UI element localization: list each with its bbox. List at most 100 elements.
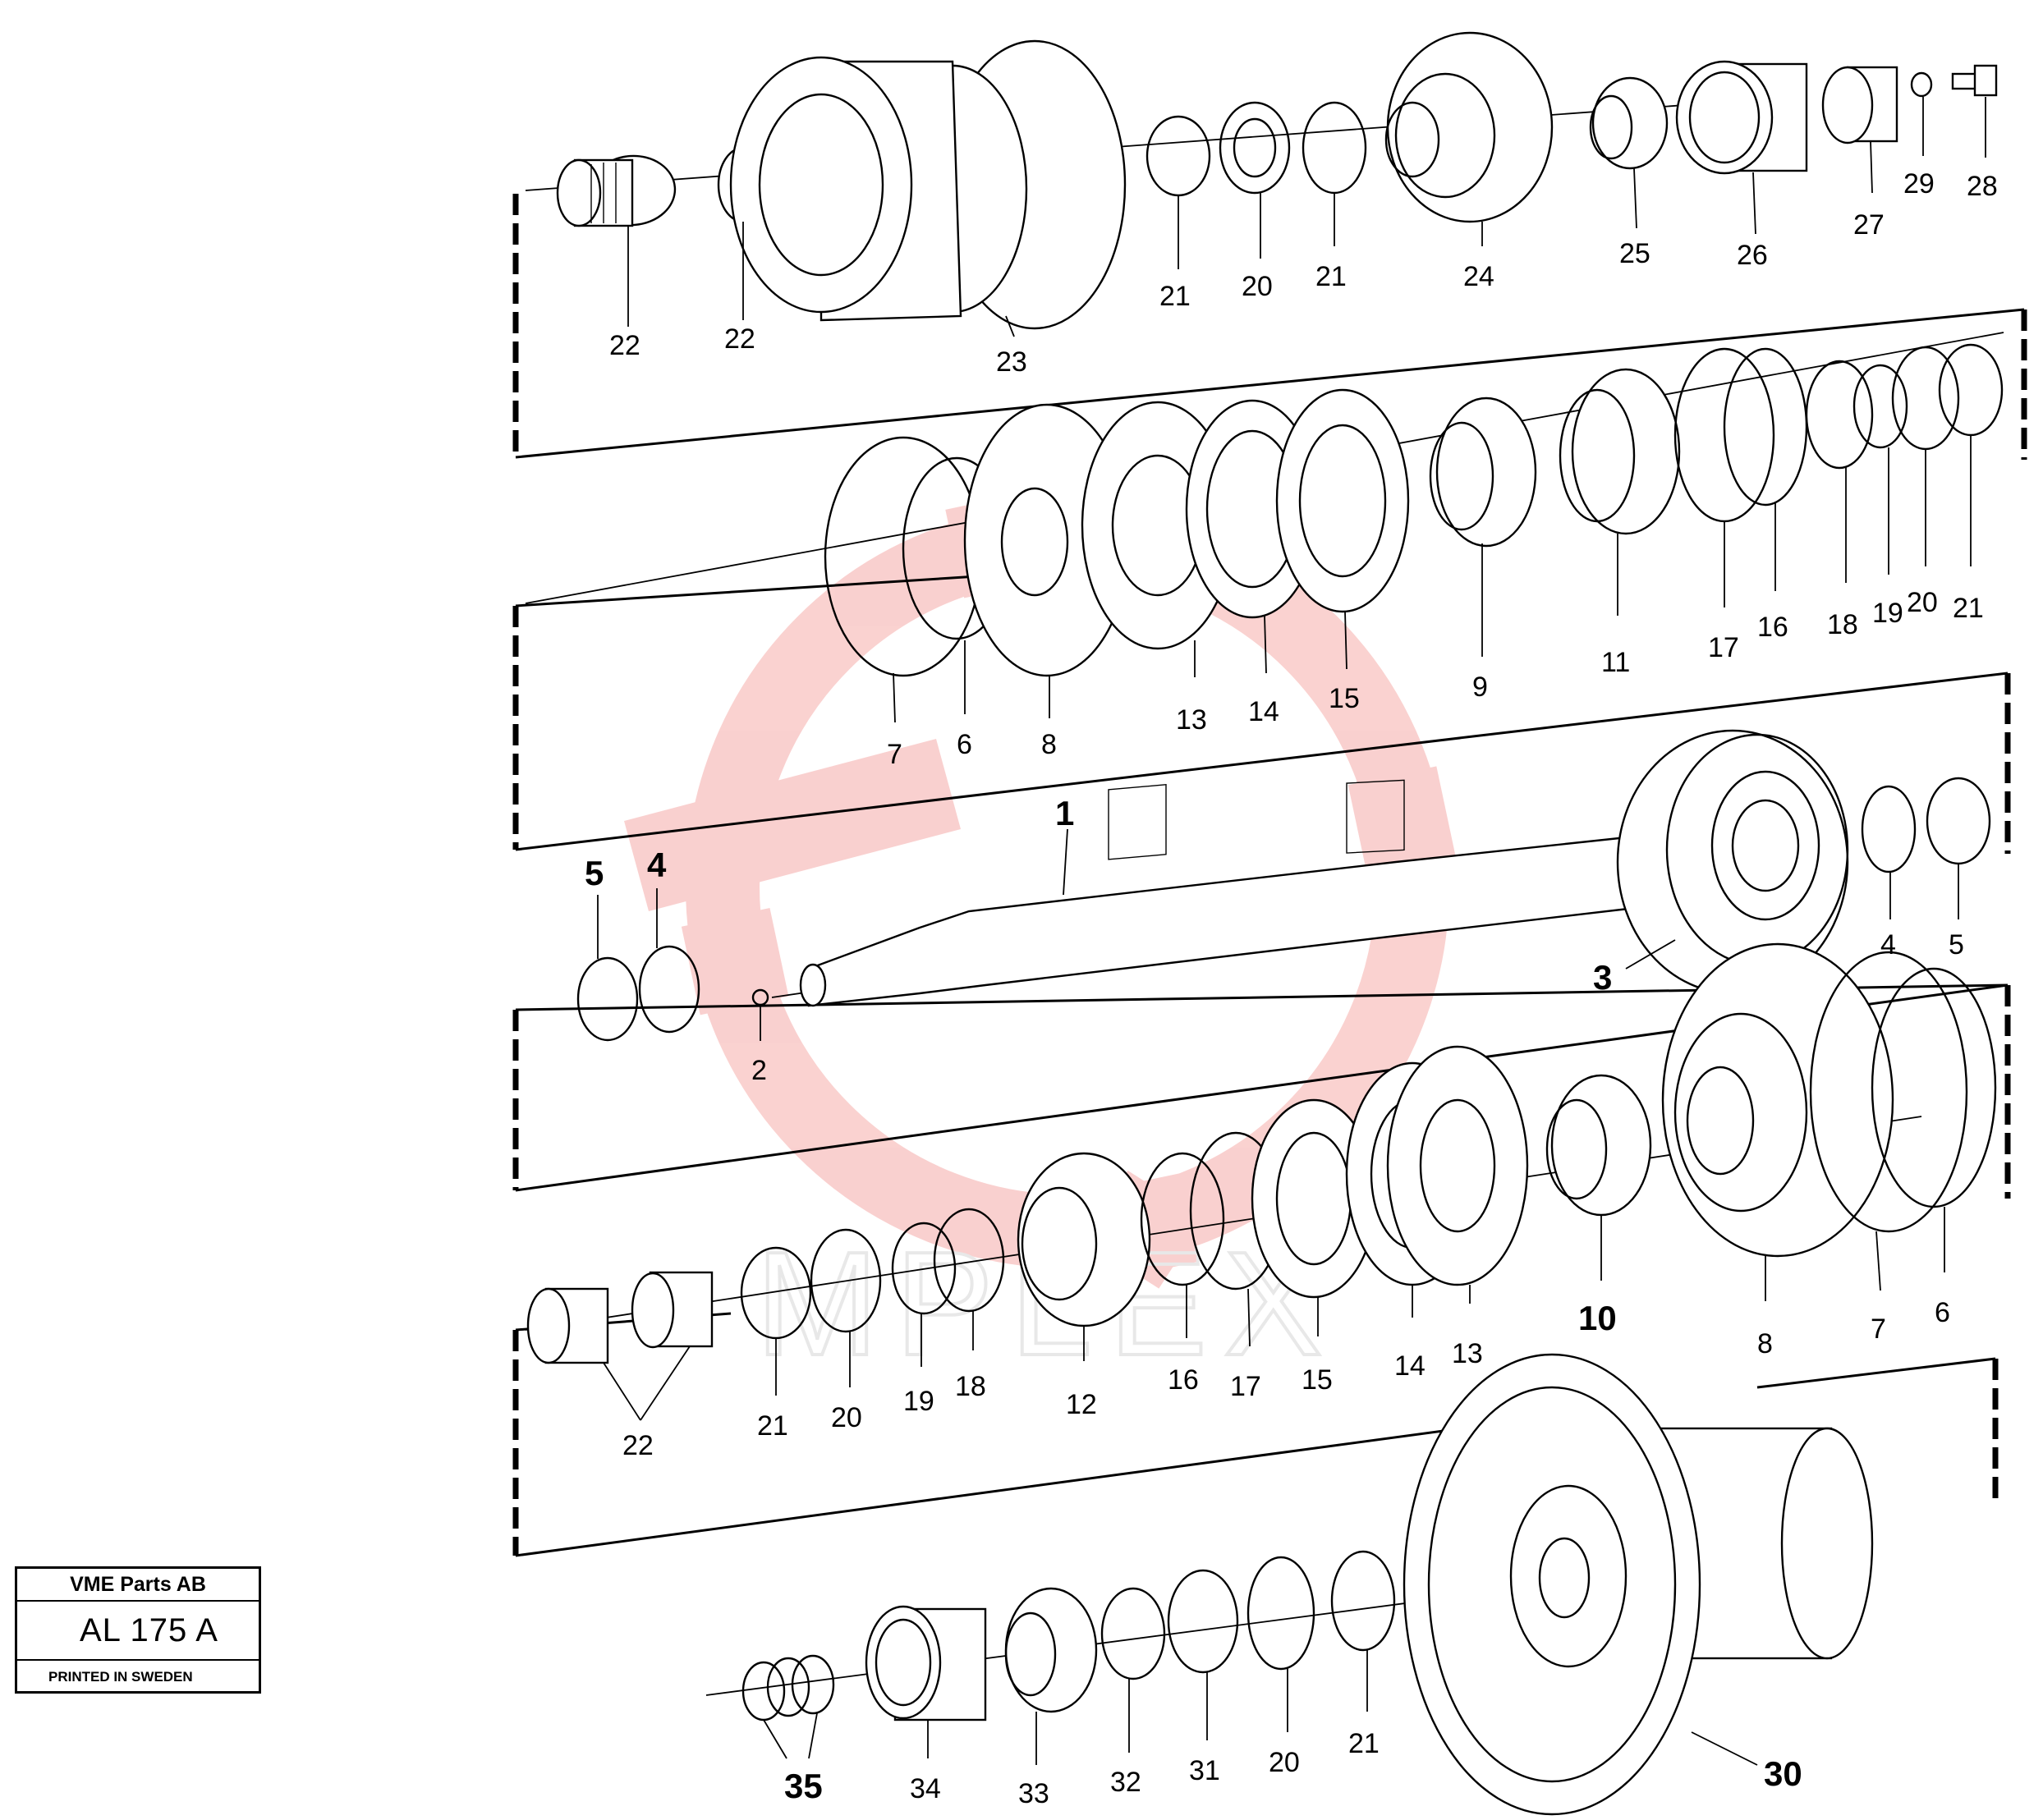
title-block: VME Parts AB AL 175 A PRINTED IN SWEDEN xyxy=(15,1566,261,1694)
callout-4: 4 xyxy=(1880,929,1896,960)
callout-21: 21 xyxy=(1315,261,1347,292)
callout-27: 27 xyxy=(1853,209,1885,241)
callout-22: 22 xyxy=(609,330,640,361)
thrust-washer-21e xyxy=(1330,1550,1396,1652)
snap-ring-7b xyxy=(1809,951,1968,1233)
callout-26: 26 xyxy=(1737,240,1768,271)
callout-20: 20 xyxy=(1269,1747,1300,1778)
callout-11: 11 xyxy=(1601,647,1630,678)
snap-ring-4b xyxy=(1861,785,1917,873)
ball-2 xyxy=(751,988,769,1006)
row3-parts xyxy=(576,729,1991,1042)
disc-13b xyxy=(1386,1045,1529,1286)
callout-labels: 22 22 23 21 20 21 24 25 26 27 29 28 7 6 … xyxy=(585,97,1998,1809)
gear-33 xyxy=(1004,1587,1098,1713)
callout-7: 7 xyxy=(887,739,902,770)
callout-29: 29 xyxy=(1903,168,1935,199)
row1-parts xyxy=(525,31,1998,330)
callout-22: 22 xyxy=(622,1430,654,1461)
thrust-washer-21a xyxy=(1145,115,1211,197)
callout-1: 1 xyxy=(1055,794,1074,832)
row4-parts xyxy=(525,942,1997,1364)
frame-row4-bottom-b xyxy=(1756,1357,1996,1389)
gear-24 xyxy=(1384,31,1554,223)
hub-11 xyxy=(1559,368,1681,535)
callout-21: 21 xyxy=(757,1410,788,1442)
gear-hub-12 xyxy=(1017,1152,1151,1327)
callout-10: 10 xyxy=(1578,1299,1617,1337)
callout-6: 6 xyxy=(1935,1297,1950,1328)
callout-25: 25 xyxy=(1619,238,1650,269)
callout-14: 14 xyxy=(1248,696,1279,727)
callout-9: 9 xyxy=(1472,672,1488,703)
callout-15: 15 xyxy=(1329,683,1360,714)
output-gear-30 xyxy=(1403,1353,1874,1816)
sleeve-34 xyxy=(865,1605,987,1721)
ring-6b xyxy=(1871,967,1997,1208)
thrust-washer-21b xyxy=(1302,101,1367,195)
callout-20: 20 xyxy=(831,1402,862,1433)
bearing-race-31 xyxy=(1167,1569,1239,1674)
callout-21: 21 xyxy=(1348,1728,1380,1759)
callout-8: 8 xyxy=(1041,729,1057,760)
callout-17: 17 xyxy=(1230,1371,1261,1402)
callout-18: 18 xyxy=(955,1371,986,1402)
callout-5: 5 xyxy=(1949,929,1964,960)
callout-30: 30 xyxy=(1764,1754,1802,1793)
callout-12: 12 xyxy=(1066,1389,1097,1420)
frame-row4-bottom xyxy=(515,1427,1462,1557)
sleeve-26 xyxy=(1675,60,1808,175)
callout-19: 19 xyxy=(903,1386,934,1417)
callout-24: 24 xyxy=(1463,261,1494,292)
callout-13: 13 xyxy=(1176,704,1207,736)
thrust-washer-21c xyxy=(1938,343,2004,437)
callout-3: 3 xyxy=(1593,958,1612,997)
circlip-35c xyxy=(791,1654,835,1715)
needle-bearing-22d xyxy=(631,1271,714,1349)
callout-16: 16 xyxy=(1757,612,1788,643)
washer-29 xyxy=(1910,71,1933,98)
steel-disc-15a xyxy=(1275,388,1410,613)
thrust-bearing-20a xyxy=(1219,101,1291,195)
spring-10 xyxy=(1545,1074,1652,1217)
drawing-number: AL 175 A xyxy=(17,1602,259,1661)
callout-14: 14 xyxy=(1394,1350,1426,1382)
gear-25 xyxy=(1589,76,1669,170)
callout-16: 16 xyxy=(1168,1364,1199,1396)
callout-35: 35 xyxy=(784,1767,823,1805)
spring-9a xyxy=(1429,397,1537,548)
callout-31: 31 xyxy=(1189,1755,1220,1786)
callout-17: 17 xyxy=(1708,632,1739,663)
callout-20: 20 xyxy=(1907,587,1938,618)
ring-16b xyxy=(1140,1152,1225,1286)
snap-ring-5a xyxy=(576,956,639,1042)
callout-15: 15 xyxy=(1302,1364,1333,1396)
callout-33: 33 xyxy=(1018,1778,1049,1809)
callout-28: 28 xyxy=(1967,171,1998,202)
bolt-28 xyxy=(1951,64,1998,97)
circlip-35b xyxy=(766,1657,810,1717)
callout-6: 6 xyxy=(957,729,972,760)
needle-bearing-22a xyxy=(556,154,677,227)
callout-13: 13 xyxy=(1452,1338,1483,1369)
cap-27 xyxy=(1821,66,1898,144)
callout-20: 20 xyxy=(1242,271,1273,302)
callout-7: 7 xyxy=(1871,1313,1886,1345)
thrust-bearing-20c xyxy=(810,1228,882,1333)
assembly-frames xyxy=(512,194,2027,1557)
washer-18b xyxy=(933,1208,1005,1313)
row2-parts xyxy=(525,332,2004,677)
thrust-bearing-20b xyxy=(1891,346,1960,451)
washer-32 xyxy=(1100,1587,1166,1680)
callout-34: 34 xyxy=(910,1773,941,1804)
washer-18a xyxy=(1805,360,1874,470)
callout-22: 22 xyxy=(724,323,755,355)
frame-row2-bottom xyxy=(515,672,2009,851)
bearing-race-19b xyxy=(891,1222,957,1315)
snap-ring-4a xyxy=(638,945,700,1034)
thrust-bearing-20d xyxy=(1246,1556,1315,1671)
snap-ring-5b xyxy=(1926,777,1991,865)
printed-note: PRINTED IN SWEDEN xyxy=(48,1669,193,1685)
callout-5: 5 xyxy=(585,854,604,892)
